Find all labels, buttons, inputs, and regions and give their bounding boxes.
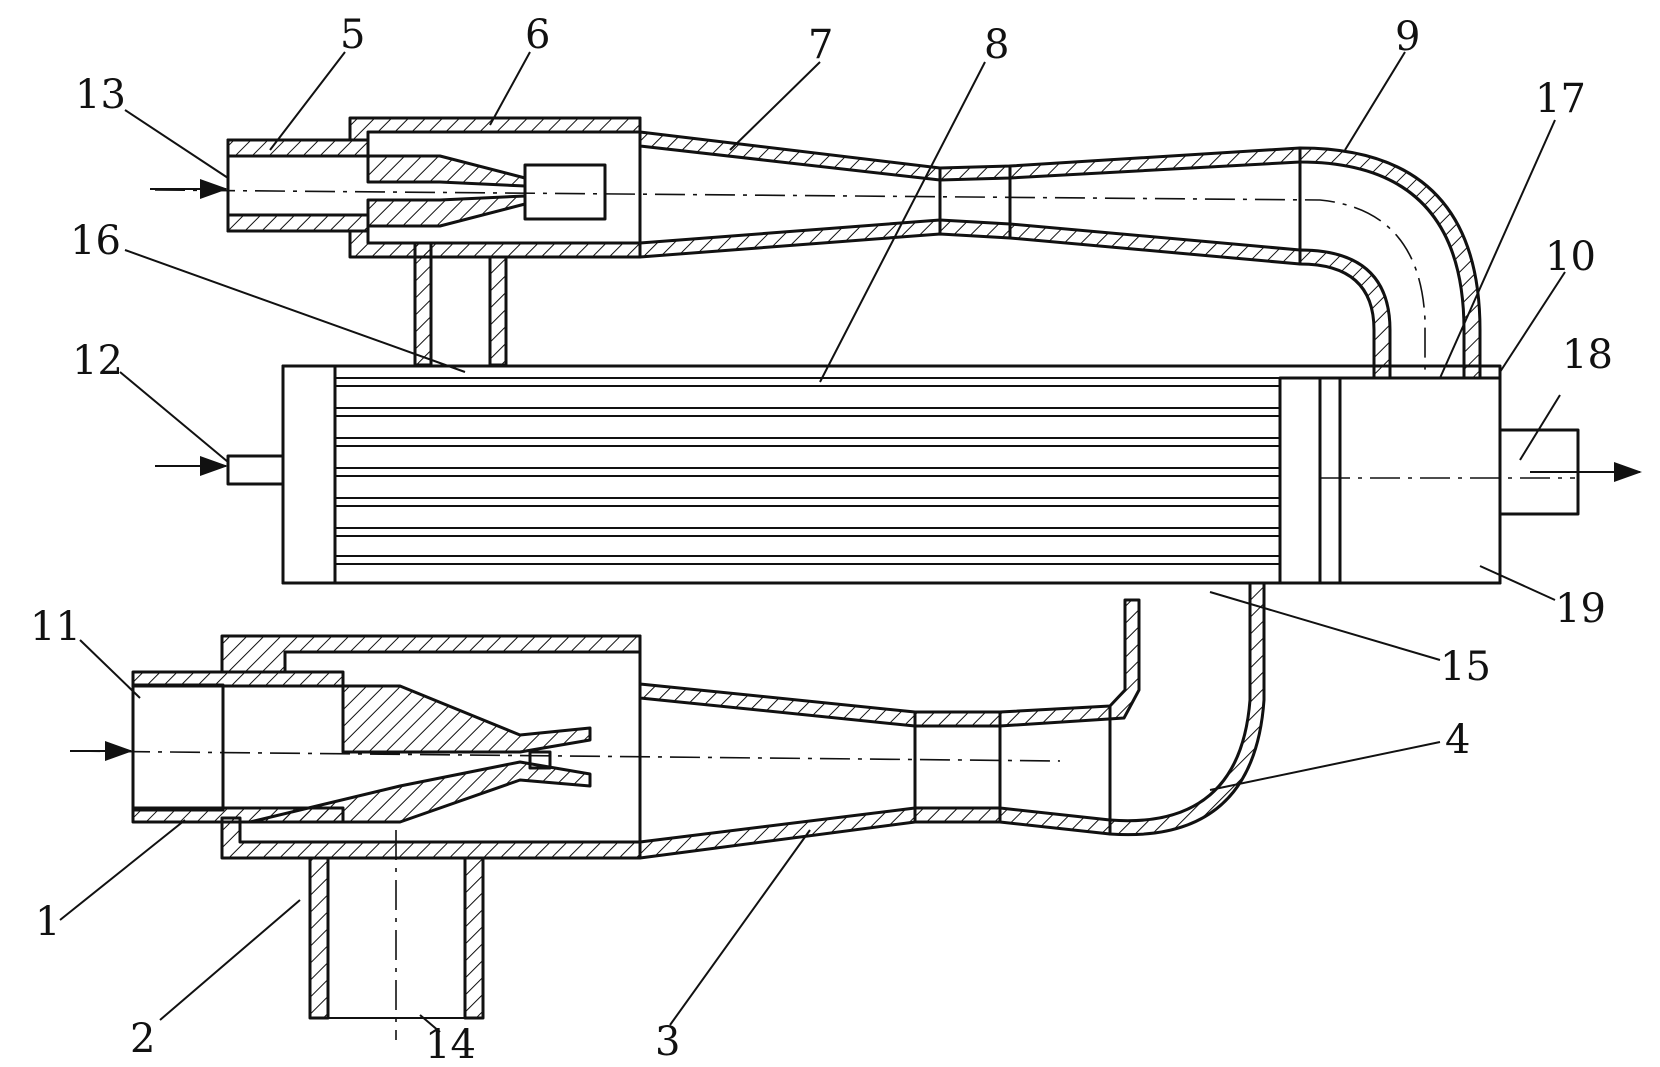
- lower-diffuser-top-wall: [638, 598, 1141, 728]
- lower-suction-pipe-left: [308, 856, 330, 1020]
- upper-elbow-inner-wall: [1298, 248, 1392, 380]
- label-12: 12: [72, 338, 123, 384]
- label-2: 2: [130, 1016, 155, 1062]
- heat-exchanger: [150, 179, 1642, 585]
- tube-bundle: [335, 377, 1280, 565]
- label-13: 13: [75, 72, 126, 118]
- label-7: 7: [808, 22, 833, 68]
- label-6: 6: [525, 12, 550, 58]
- lower-return-bend: [1108, 581, 1266, 837]
- label-14: 14: [425, 1022, 476, 1067]
- upper-nozzle-bottom: [366, 194, 527, 228]
- lower-nozzle-bottom: [248, 760, 592, 824]
- lower-diffuser-bottom-wall: [638, 806, 1112, 860]
- label-16: 16: [70, 218, 121, 264]
- leader-lines: [59, 51, 1566, 1033]
- lower-body-top-wall: [220, 634, 642, 674]
- upper-body-top-wall: [348, 116, 642, 142]
- upper-body-bottom-wall: [348, 229, 642, 259]
- upper-inlet-pipe-bottom-wall: [226, 213, 370, 233]
- reference-labels: 5 6 7 8 9 13 17 16 10 12 18 19 11 15 4 1…: [30, 12, 1613, 1067]
- label-15: 15: [1440, 644, 1491, 690]
- upper-diffuser-top-wall: [638, 130, 1302, 182]
- label-1: 1: [35, 899, 60, 945]
- label-17: 17: [1535, 76, 1586, 122]
- label-11: 11: [30, 604, 81, 650]
- upper-suction-pipe-right: [488, 255, 508, 367]
- label-5: 5: [340, 12, 365, 58]
- upper-nozzle-top: [366, 154, 527, 188]
- outlet-header: [1278, 376, 1502, 585]
- label-4: 4: [1445, 717, 1470, 763]
- label-9: 9: [1395, 14, 1420, 60]
- upper-suction-pipe-left: [413, 241, 433, 367]
- lower-body-bottom-wall: [220, 816, 642, 860]
- lower-inlet-top-wall: [131, 670, 345, 688]
- label-10: 10: [1545, 234, 1596, 280]
- inlet-header: [281, 364, 337, 585]
- label-3: 3: [655, 1019, 680, 1065]
- upper-diffuser-bottom-wall: [638, 218, 1302, 266]
- lower-nozzle-top: [341, 684, 592, 754]
- label-8: 8: [984, 22, 1009, 68]
- upper-inlet-pipe-top-wall: [226, 138, 370, 158]
- lower-suction-pipe-right: [463, 856, 485, 1020]
- lower-inlet-pipe: [131, 683, 225, 812]
- label-18: 18: [1562, 332, 1613, 378]
- upper-ejector: [154, 116, 1482, 380]
- label-19: 19: [1555, 586, 1606, 632]
- lower-ejector: [69, 581, 1266, 1040]
- exchanger-shell: [281, 364, 1502, 585]
- exchanger-inlet-nozzle: [226, 454, 285, 486]
